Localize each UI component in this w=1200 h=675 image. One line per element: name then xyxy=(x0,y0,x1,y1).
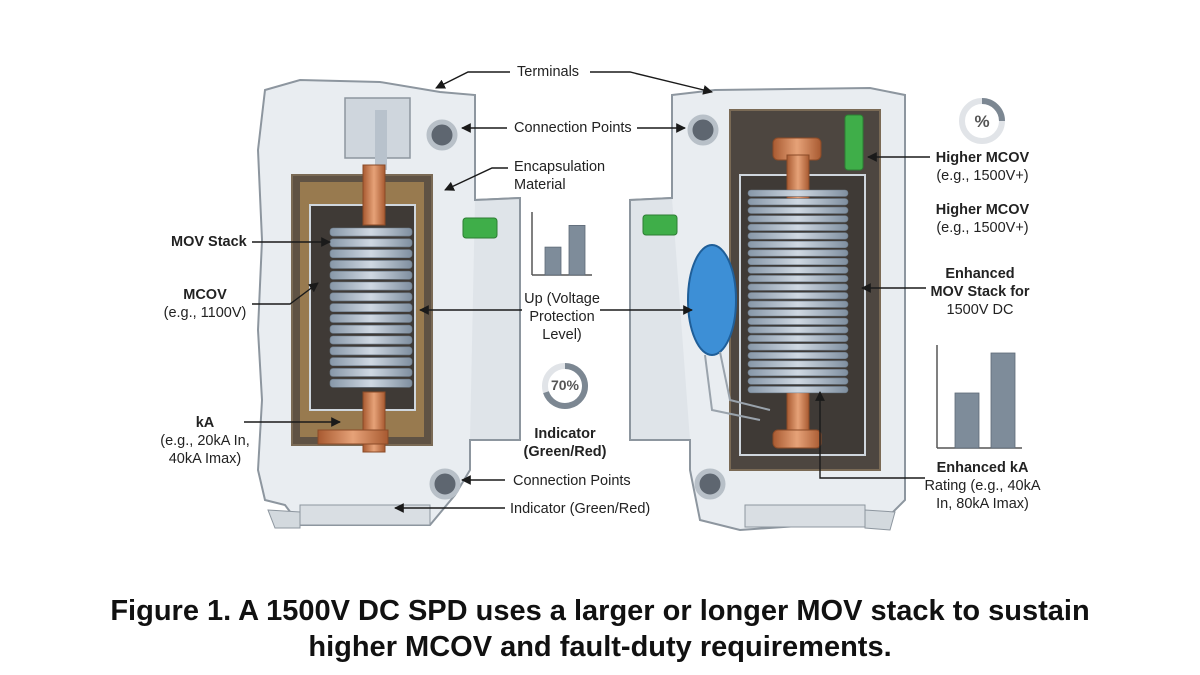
left-copper-bus xyxy=(317,429,389,445)
right-mini-chart xyxy=(936,345,1022,449)
right-mov-plate xyxy=(747,309,849,317)
percent-gauge xyxy=(542,363,588,409)
right-mov-plate xyxy=(747,351,849,359)
left-mov-plate xyxy=(329,324,413,334)
leader-terminals-right xyxy=(590,71,713,95)
left-mov-plate xyxy=(329,314,413,323)
leader-enhanced-ka xyxy=(815,391,925,479)
label-higher-mcov-a: Higher MCOV (e.g., 1500V+) xyxy=(935,150,1030,184)
right-mov-plate xyxy=(747,223,849,231)
left-terminal-post xyxy=(375,110,387,170)
center-mini-chart xyxy=(531,212,592,276)
left-screw-bottom xyxy=(429,468,461,500)
left-mov-plate xyxy=(329,335,413,345)
right-mov-plate xyxy=(747,377,849,385)
label-indicator-center: Indicator (Green/Red) xyxy=(523,426,607,460)
right-screw-bottom xyxy=(694,468,726,500)
left-mov-plate xyxy=(329,346,413,356)
right-mov-plate xyxy=(747,326,849,334)
right-din-foot xyxy=(744,504,866,528)
left-mov-plate xyxy=(329,378,413,388)
label-mov-stack: MOV Stack xyxy=(171,234,247,250)
left-mov-plate xyxy=(329,281,413,291)
right-indicator-green xyxy=(642,214,678,236)
left-mov-plate xyxy=(329,227,413,237)
right-mov-plate xyxy=(747,300,849,308)
right-mov-plate xyxy=(747,334,849,342)
right-mov-plate xyxy=(747,283,849,291)
left-copper-top xyxy=(362,164,386,226)
gauge-arc xyxy=(543,363,588,409)
left-mov-plate xyxy=(329,260,413,269)
percent-icon xyxy=(959,98,1005,144)
right-mov-plate xyxy=(747,232,849,240)
label-indicator-bottom: Indicator (Green/Red) xyxy=(510,501,651,517)
right-chart-bar xyxy=(990,352,1016,449)
center-chart-bar xyxy=(568,224,586,276)
right-mov-plate xyxy=(747,386,849,394)
right-mov-plate xyxy=(747,360,849,368)
left-din-clip xyxy=(267,509,301,529)
left-indicator-green xyxy=(462,217,498,239)
label-terminals: Terminals xyxy=(517,64,580,80)
right-mov-stack xyxy=(747,189,849,394)
capacitor-leads xyxy=(704,351,771,421)
right-mov-plate xyxy=(747,249,849,257)
right-mov-plate xyxy=(747,198,849,206)
left-mov-plate xyxy=(329,249,413,259)
right-mov-plate xyxy=(747,275,849,283)
left-mov-plate xyxy=(329,357,413,367)
figure-caption-line1: Figure 1. A 1500V DC SPD uses a larger o… xyxy=(110,595,1090,627)
right-mov-plate xyxy=(747,206,849,214)
leader-encapsulation xyxy=(444,167,508,191)
label-enhanced-ka: Enhanced kA Rating (e.g., 40kA In, 80kA … xyxy=(924,460,1041,512)
right-mov-plate xyxy=(747,266,849,274)
blue-capacitor xyxy=(687,244,737,356)
right-mov-plate xyxy=(747,369,849,377)
label-mcov: MCOV (e.g., 1100V) xyxy=(163,287,247,321)
right-spd xyxy=(629,86,906,532)
left-mov-stack xyxy=(329,227,413,388)
leader-mcov xyxy=(252,282,319,305)
right-mov-plate xyxy=(747,292,849,300)
label-enhanced-mov: Enhanced MOV Stack for 1500V DC xyxy=(930,266,1030,318)
right-mov-plate xyxy=(747,343,849,351)
leader-terminals-left xyxy=(435,71,510,89)
right-mov-plate xyxy=(747,317,849,325)
left-screw-top xyxy=(426,119,458,151)
label-up-voltage: Up (Voltage Protection Level) xyxy=(524,291,600,343)
right-screw-top xyxy=(687,114,719,146)
left-mov-plate xyxy=(329,292,413,302)
right-chart-bar xyxy=(954,392,980,449)
figure-caption-line2: higher MCOV and fault-duty requirements. xyxy=(308,631,892,663)
left-mov-plate xyxy=(329,238,413,248)
label-connection-points-top: Connection Points xyxy=(514,120,632,136)
gauge-percent-text: 70% xyxy=(550,377,580,393)
label-encapsulation: Encapsulation Material xyxy=(514,159,606,193)
right-mov-plate xyxy=(747,240,849,248)
percent-symbol: % xyxy=(974,112,990,131)
label-higher-mcov-b: Higher MCOV (e.g., 1500V+) xyxy=(935,202,1030,236)
left-mov-plate xyxy=(329,368,413,377)
label-connection-points-bottom: Connection Points xyxy=(513,473,631,489)
right-din-clip xyxy=(864,509,896,531)
left-spd xyxy=(256,78,521,529)
leader-lines xyxy=(244,71,930,513)
left-mov-plate xyxy=(329,303,413,313)
right-mov-plate xyxy=(747,258,849,266)
right-mov-plate xyxy=(747,215,849,223)
left-mov-plate xyxy=(329,270,413,280)
label-ka: kA (e.g., 20kA In, 40kA Imax) xyxy=(160,415,250,467)
right-copper-cap-bottom xyxy=(772,429,822,449)
right-green-element xyxy=(844,114,864,171)
right-housing-side xyxy=(629,197,690,441)
center-chart-bar xyxy=(544,246,562,276)
right-mov-plate xyxy=(747,189,849,197)
left-housing-side xyxy=(470,196,521,441)
